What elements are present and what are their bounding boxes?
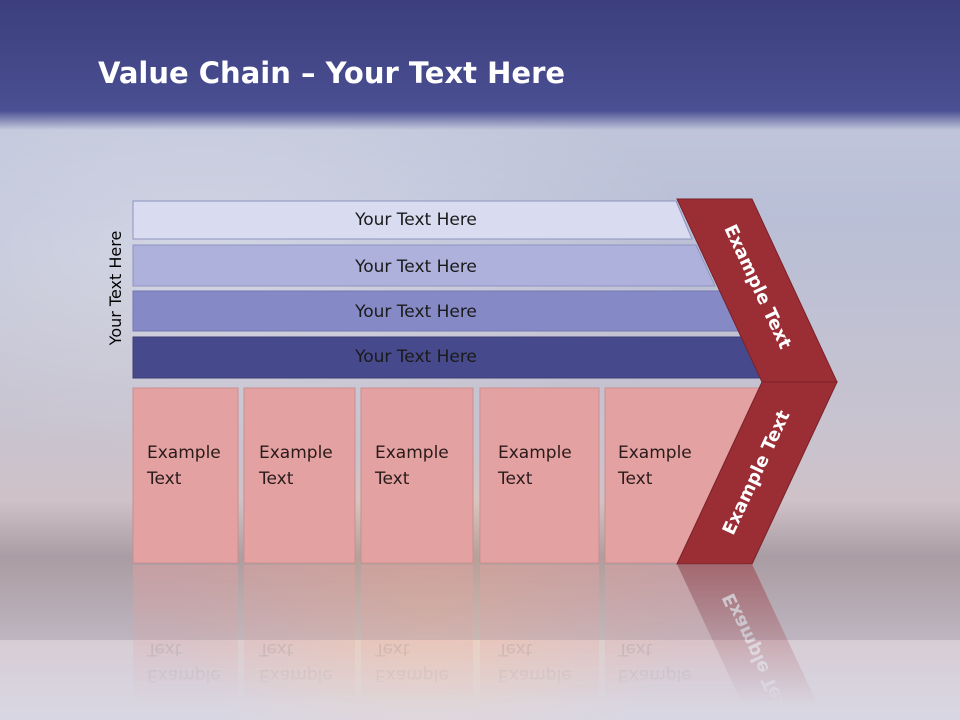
activity-box-1-line1: Example: [259, 443, 333, 463]
band-3-label: Your Text Here: [354, 347, 477, 367]
reflection-box-2: [361, 565, 473, 720]
slide-title-bold: Value Chain: [98, 56, 291, 90]
band-0-label: Your Text Here: [354, 210, 477, 230]
activity-box-0-shape: [132, 387, 239, 564]
reflection-box-0-line2: Text: [146, 639, 182, 659]
activity-box-1-line2: Text: [258, 469, 294, 489]
reflection-box-3-line1: Example: [498, 665, 572, 685]
reflection-box-2-line1: Example: [375, 665, 449, 685]
slide-title-rest: – Your Text Here: [290, 56, 566, 90]
activity-box-1-shape: [243, 387, 356, 564]
band-1-shape: [132, 244, 716, 287]
activity-box-1: Example Text: [243, 387, 356, 564]
activity-box-4-line2: Text: [617, 469, 653, 489]
reflection-box-3-line2: Text: [497, 639, 533, 659]
reflection-box-1: [244, 565, 355, 720]
activity-box-2-line2: Text: [374, 469, 410, 489]
reflection-box-4: [605, 565, 753, 720]
activity-box-3-shape: [479, 387, 600, 564]
side-label: Your Text Here: [106, 231, 125, 347]
slide-title: Value Chain – Your Text Here: [98, 53, 565, 93]
reflection-box-0: [133, 565, 238, 720]
reflection-box-3: [480, 565, 599, 720]
reflection-box-2-line2: Text: [374, 639, 410, 659]
reflection-box-1-line2: Text: [258, 639, 294, 659]
header-bar: [0, 0, 960, 130]
reflection-box-0-line1: Example: [147, 665, 221, 685]
activity-box-0: Example Text: [132, 387, 239, 564]
band-1-label: Your Text Here: [354, 257, 477, 277]
activity-box-0-line1: Example: [147, 443, 221, 463]
margin-chevron: Example Text Example Text: [676, 198, 838, 565]
activity-box-3-line1: Example: [498, 443, 572, 463]
activity-box-4-line1: Example: [618, 443, 692, 463]
activity-box-2: Example Text: [360, 387, 474, 564]
activity-box-3: Example Text: [479, 387, 600, 564]
reflection-box-4-line2: Text: [617, 639, 653, 659]
band-0: Your Text Here: [132, 200, 693, 240]
diagram-reflection: Example Text Example Text Example Text E…: [133, 564, 825, 720]
band-2-label: Your Text Here: [354, 302, 477, 322]
reflection-chevron: [677, 564, 825, 720]
reflection-box-1-line1: Example: [259, 665, 333, 685]
reflection-box-4-line1: Example: [618, 665, 692, 685]
activity-box-2-shape: [360, 387, 474, 564]
band-1: Your Text Here: [132, 244, 716, 287]
activity-box-3-line2: Text: [497, 469, 533, 489]
activity-box-2-line1: Example: [375, 443, 449, 463]
activity-box-0-line2: Text: [146, 469, 182, 489]
band-2: Your Text Here: [132, 290, 740, 332]
band-3: Your Text Here: [132, 336, 764, 379]
band-0-shape: [132, 200, 693, 240]
